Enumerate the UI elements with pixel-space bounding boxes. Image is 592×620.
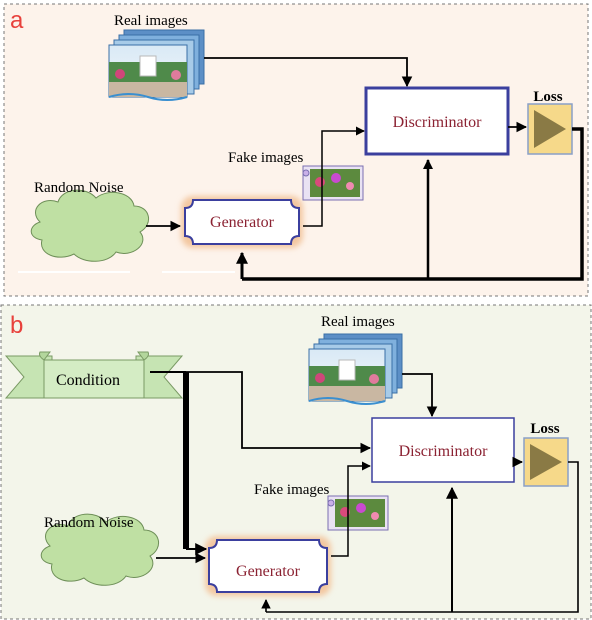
fake-images-scroll (327, 495, 389, 531)
random-noise-label: Random Noise (44, 515, 134, 531)
discriminator-module (371, 417, 515, 483)
real-images-label: Real images (321, 314, 395, 330)
fake-images-label: Fake images (254, 482, 330, 498)
generator-label: Generator (210, 214, 275, 231)
panel-a-letter: a (10, 7, 24, 34)
loss-label: Loss (530, 421, 559, 437)
real-images-stack (308, 333, 403, 405)
panel-a: a Real images Random Noise Generator (3, 3, 589, 297)
real-images-label: Real images (114, 13, 188, 29)
panel-a-connectors (146, 57, 584, 281)
panel-b: b Condition Real images Random Noise (0, 304, 592, 620)
noise-cloud (30, 189, 149, 262)
noise-cloud (40, 513, 159, 586)
panel-b-letter: b (10, 312, 23, 339)
loss-triangle (534, 110, 566, 148)
discriminator-label: Discriminator (393, 114, 483, 131)
panel-b-connectors (150, 371, 579, 613)
random-noise-label: Random Noise (34, 180, 124, 196)
discriminator-label: Discriminator (399, 443, 489, 460)
generator-module: Generator (205, 536, 331, 596)
real-images-stack (108, 29, 205, 101)
fake-images-label: Fake images (228, 150, 304, 166)
loss-triangle (530, 444, 562, 480)
loss-label: Loss (533, 89, 562, 105)
condition-banner (4, 351, 184, 399)
generator-label: Generator (236, 563, 301, 580)
generator-module: Generator (181, 196, 303, 248)
discriminator-module (364, 86, 510, 156)
condition-label: Condition (56, 372, 120, 389)
fake-images-scroll (302, 165, 364, 201)
